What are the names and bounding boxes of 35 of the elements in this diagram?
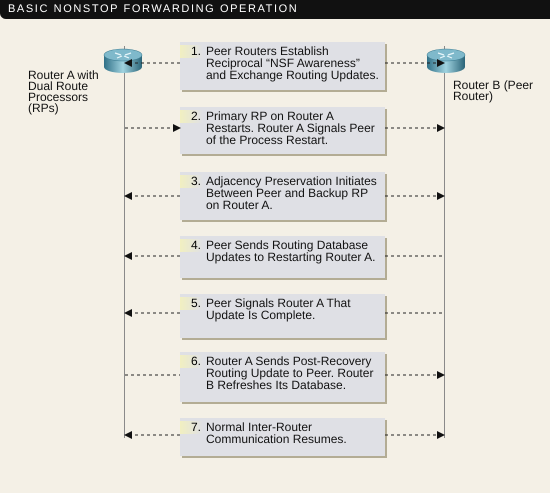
router-label: Router A with Dual Route Processors (RPs) xyxy=(28,70,100,114)
step-number: 3. xyxy=(180,175,203,188)
step-text: Peer Signals Router A That Update Is Complete. xyxy=(206,297,352,321)
router-label: Router B (Peer Router) xyxy=(453,80,534,102)
step-text: Router A Sends Post-Recovery Routing Update to Peer. Router B Refreshes Its Database. xyxy=(206,355,374,391)
step-box xyxy=(180,418,385,456)
step-box xyxy=(180,172,385,220)
step-box xyxy=(180,294,385,338)
step-number: 4. xyxy=(180,239,203,252)
step-box xyxy=(180,236,385,278)
arrow xyxy=(124,192,180,200)
step-box xyxy=(180,107,385,154)
step-text: Peer Sends Routing Database Updates to Restarting Router A. xyxy=(206,239,376,263)
step-text: Normal Inter-Router Communication Resumes. xyxy=(206,421,348,445)
arrow xyxy=(384,124,445,132)
arrow xyxy=(384,371,445,379)
step-text: Primary RP on Router A Restarts. Router A Signals Peer of the Process Restart. xyxy=(206,110,376,146)
step-box xyxy=(180,42,385,90)
step-number: 6. xyxy=(180,355,203,368)
arrow xyxy=(384,431,445,439)
arrow xyxy=(384,192,445,200)
step-box xyxy=(180,352,385,402)
step-number: 7. xyxy=(180,421,203,434)
step-number: 1. xyxy=(180,45,203,58)
arrow xyxy=(124,431,180,439)
arrow xyxy=(124,252,180,260)
step-text: Peer Routers Establish Reciprocal “NSF Awareness” and Exchange Routing Updates. xyxy=(206,45,379,81)
arrow xyxy=(124,309,180,317)
arrow xyxy=(124,59,180,67)
step-text: Adjacency Preservation Initiates Between Peer and Backup RP on Router A. xyxy=(206,175,378,211)
title: BASIC NONSTOP FORWARDING OPERATION xyxy=(8,3,298,15)
arrow xyxy=(124,124,181,132)
arrow xyxy=(384,59,445,67)
step-number: 2. xyxy=(180,110,203,123)
step-number: 5. xyxy=(180,297,203,310)
